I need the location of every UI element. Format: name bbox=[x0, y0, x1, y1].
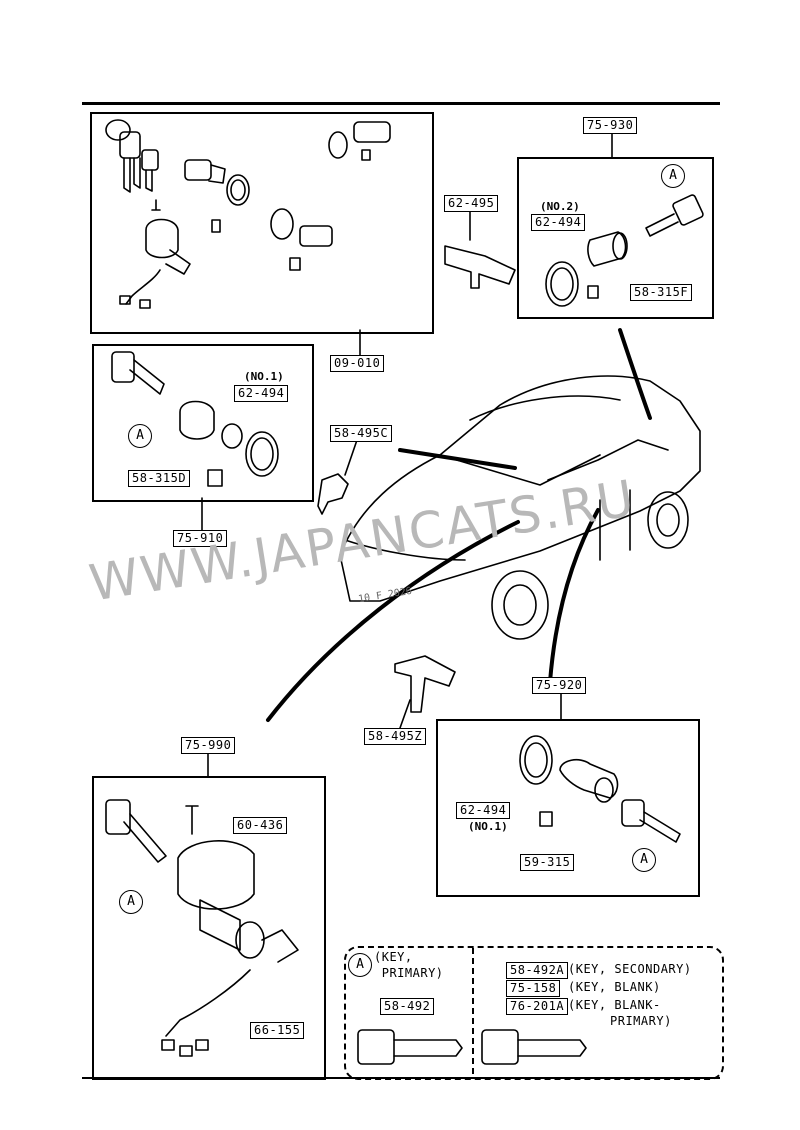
part-label-58-495C: 58-495C bbox=[330, 425, 393, 442]
note-no2: (NO.2) bbox=[540, 200, 580, 213]
legend-blank-primary-line2: PRIMARY) bbox=[610, 1014, 672, 1028]
part-label-76-201A: 76-201A bbox=[506, 998, 569, 1015]
part-label-75-990: 75-990 bbox=[181, 737, 236, 754]
legend-primary-line1: (KEY, bbox=[374, 950, 413, 964]
part-label-58-492A: 58-492A bbox=[506, 962, 569, 979]
key-legend-divider bbox=[472, 948, 474, 1074]
part-label-62-494-no2: 62-494 bbox=[531, 214, 586, 231]
part-label-58-315D: 58-315D bbox=[128, 470, 191, 487]
box-75-930 bbox=[517, 157, 714, 319]
car-body-outline bbox=[339, 375, 701, 640]
part-label-09-010: 09-010 bbox=[330, 355, 385, 372]
key-legend-box bbox=[344, 946, 724, 1080]
part-label-58-315F: 58-315F bbox=[630, 284, 693, 301]
key-marker-a-75-920: A bbox=[632, 848, 656, 872]
box-75-990 bbox=[92, 776, 326, 1080]
legend-blank-primary-line1: (KEY, BLANK- bbox=[568, 998, 661, 1012]
part-label-75-920: 75-920 bbox=[532, 677, 587, 694]
box-09-010 bbox=[90, 112, 434, 334]
part-label-58-492: 58-492 bbox=[380, 998, 435, 1015]
note-no1-top: (NO.1) bbox=[244, 370, 284, 383]
key-marker-a-legend: A bbox=[348, 953, 372, 977]
key-marker-a-75-910: A bbox=[128, 424, 152, 448]
part-label-75-930: 75-930 bbox=[583, 117, 638, 134]
box-75-920 bbox=[436, 719, 700, 897]
box-75-910 bbox=[92, 344, 314, 502]
part-label-62-495: 62-495 bbox=[444, 195, 499, 212]
part-label-75-158: 75-158 bbox=[506, 980, 561, 997]
key-marker-a-75-930: A bbox=[661, 164, 685, 188]
part-label-75-910: 75-910 bbox=[173, 530, 228, 547]
part-label-58-495Z: 58-495Z bbox=[364, 728, 427, 745]
legend-blank: (KEY, BLANK) bbox=[568, 980, 661, 994]
part-label-59-315: 59-315 bbox=[520, 854, 575, 871]
note-no1-bottom: (NO.1) bbox=[468, 820, 508, 833]
part-label-62-494-b: 62-494 bbox=[456, 802, 511, 819]
top-rule bbox=[82, 102, 720, 105]
legend-primary-line2: PRIMARY) bbox=[374, 966, 444, 980]
key-marker-a-75-990: A bbox=[119, 890, 143, 914]
key-set-group bbox=[105, 119, 159, 193]
part-label-66-155: 66-155 bbox=[250, 1022, 305, 1039]
part-label-62-494-no1: 62-494 bbox=[234, 385, 289, 402]
part-label-60-436: 60-436 bbox=[233, 817, 288, 834]
legend-secondary: (KEY, SECONDARY) bbox=[568, 962, 692, 976]
